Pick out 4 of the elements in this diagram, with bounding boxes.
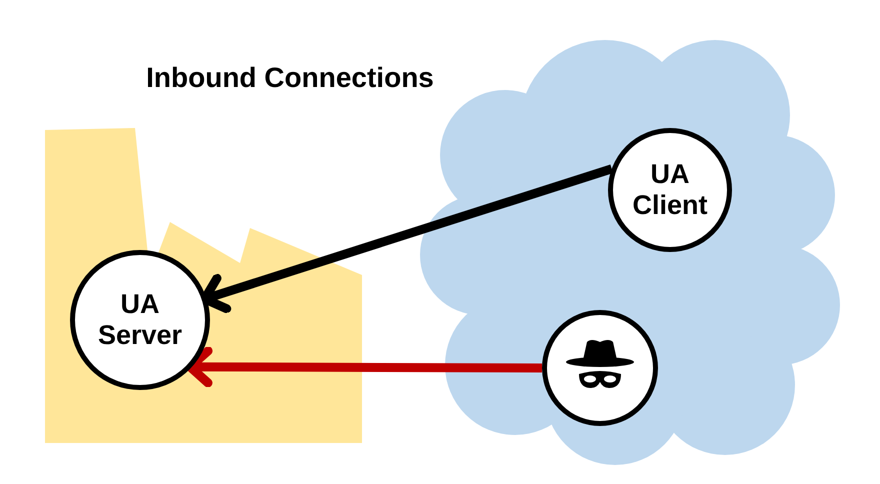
diagram-title: Inbound Connections <box>145 62 435 94</box>
node-label: UA Server <box>96 288 184 352</box>
arrow <box>186 346 542 388</box>
node-label: UA Client <box>631 158 708 222</box>
